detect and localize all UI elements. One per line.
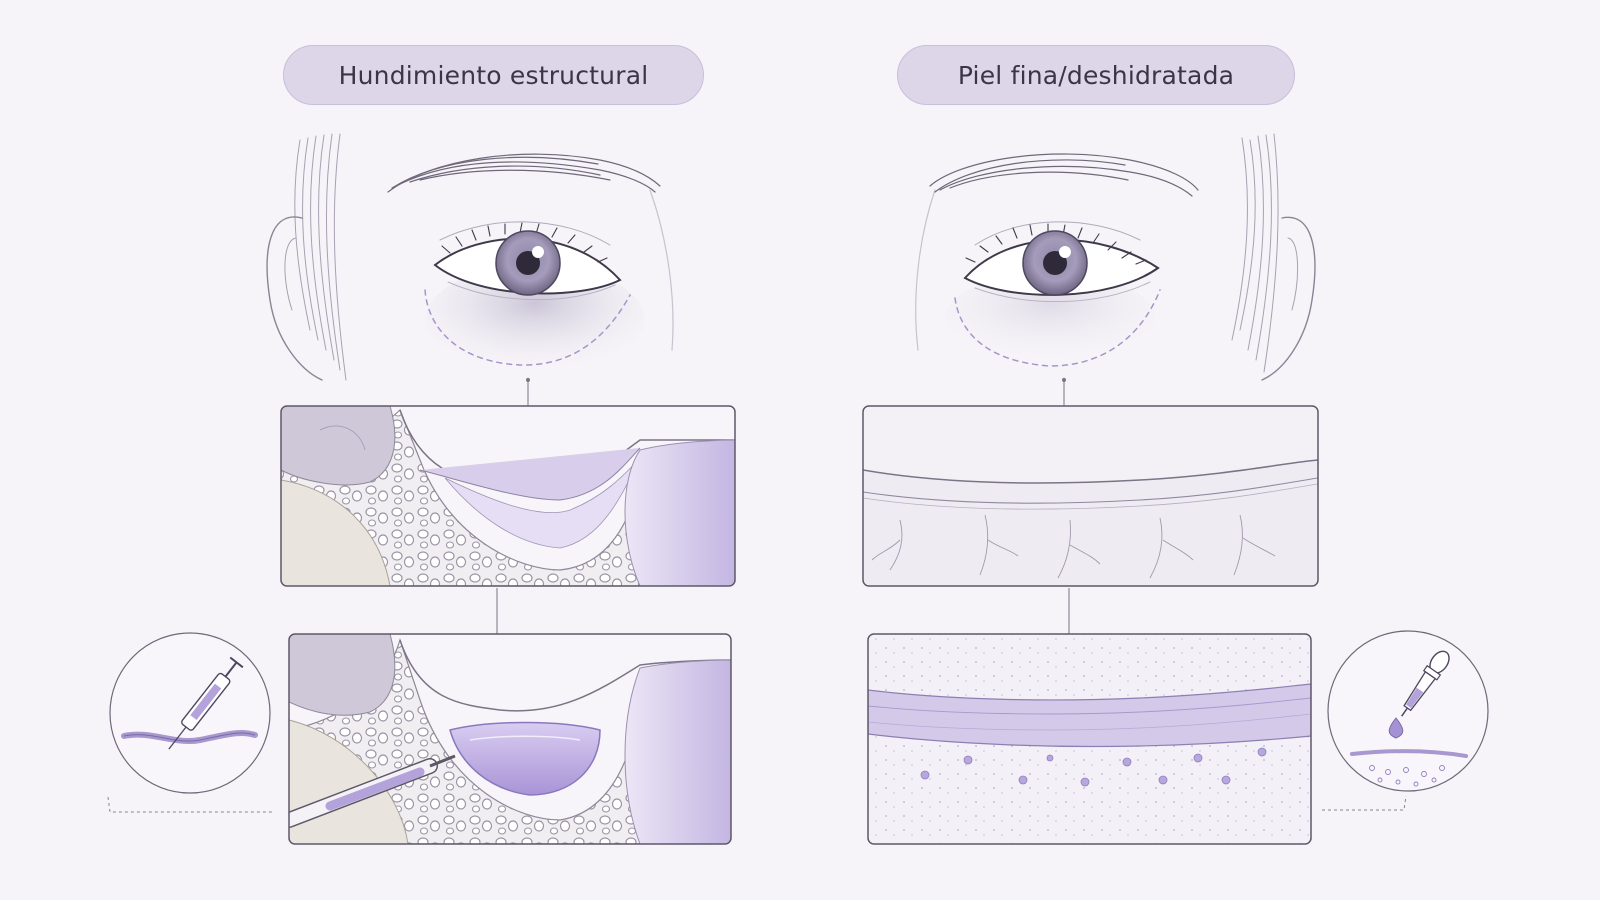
cross-section-hydrated-skin bbox=[867, 633, 1312, 845]
cross-section-bone-hollow bbox=[280, 405, 736, 587]
syringe-needle-icon bbox=[289, 754, 456, 828]
cross-section-filler-injection bbox=[288, 633, 732, 845]
title-structural-hollowing: Hundimiento estructural bbox=[338, 60, 649, 90]
left-face-illustration bbox=[266, 133, 674, 406]
title-pill-structural-hollowing: Hundimiento estructural bbox=[283, 45, 704, 105]
cross-section-thin-skin bbox=[862, 405, 1319, 587]
title-pill-thin-dehydrated-skin: Piel fina/deshidratada bbox=[897, 45, 1295, 105]
dropper-icon bbox=[1322, 630, 1489, 811]
right-face-illustration bbox=[915, 133, 1316, 406]
title-thin-dehydrated-skin: Piel fina/deshidratada bbox=[957, 60, 1235, 90]
syringe-icon bbox=[107, 632, 275, 813]
